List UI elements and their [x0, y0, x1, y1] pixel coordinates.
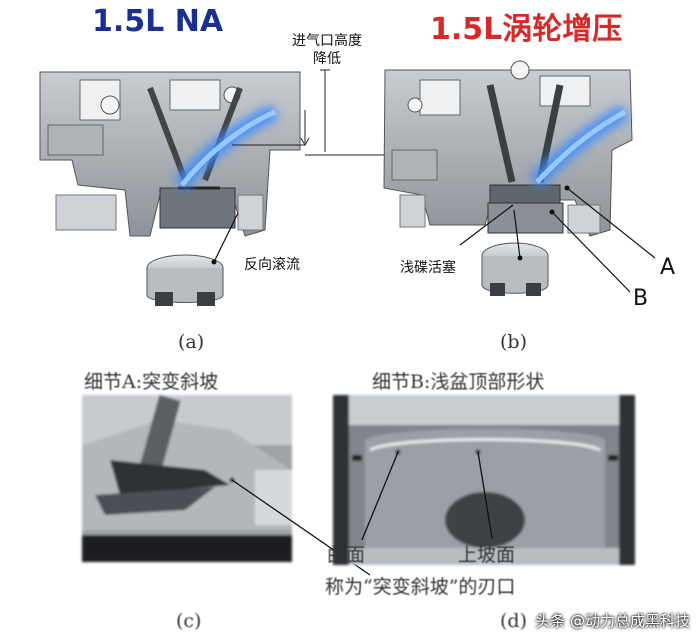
detail-b-title: 细节B:浅盆顶部形状 — [372, 371, 545, 393]
turbo-piston-image — [481, 242, 549, 296]
caption-a: (a) — [178, 331, 205, 353]
detail-a-image — [82, 395, 292, 562]
na-piston-image — [146, 254, 224, 306]
upslope-leader — [477, 451, 493, 539]
shallow-piston-leader — [513, 209, 521, 259]
edge-note-label: 称为“突变斜坡”的刃口 — [325, 576, 516, 598]
point-b-leader — [551, 211, 631, 293]
point-a-label: A — [660, 255, 676, 280]
caption-b: (b) — [500, 331, 527, 353]
curved-surface-label: 曲面 — [327, 544, 366, 566]
caption-d: (d) — [500, 610, 527, 632]
detail-b-image — [333, 395, 635, 565]
reverse-tumble-label: 反向滚流 — [244, 257, 300, 273]
point-a-leader — [566, 187, 656, 259]
point-b-label: B — [633, 286, 649, 311]
na-title: 1.5L NA — [92, 4, 224, 39]
na-engine-cutaway — [39, 71, 301, 237]
shallow-piston-label-leader — [459, 204, 514, 246]
turbo-title: 1.5L涡轮增压 — [430, 12, 623, 47]
watermark: 头条 @动力总成黑科技 — [535, 612, 690, 630]
curved-surface-leader — [361, 451, 399, 541]
shallow-piston-label: 浅碟活塞 — [400, 260, 456, 276]
reverse-tumble-leader — [213, 212, 239, 263]
intake-height-note: 进气口高度 降低 — [292, 33, 362, 67]
detail-a-title: 细节A:突变斜坡 — [84, 371, 219, 393]
turbo-engine-cutaway — [383, 60, 633, 237]
upslope-label: 上坡面 — [458, 544, 516, 566]
caption-c: (c) — [176, 610, 202, 632]
